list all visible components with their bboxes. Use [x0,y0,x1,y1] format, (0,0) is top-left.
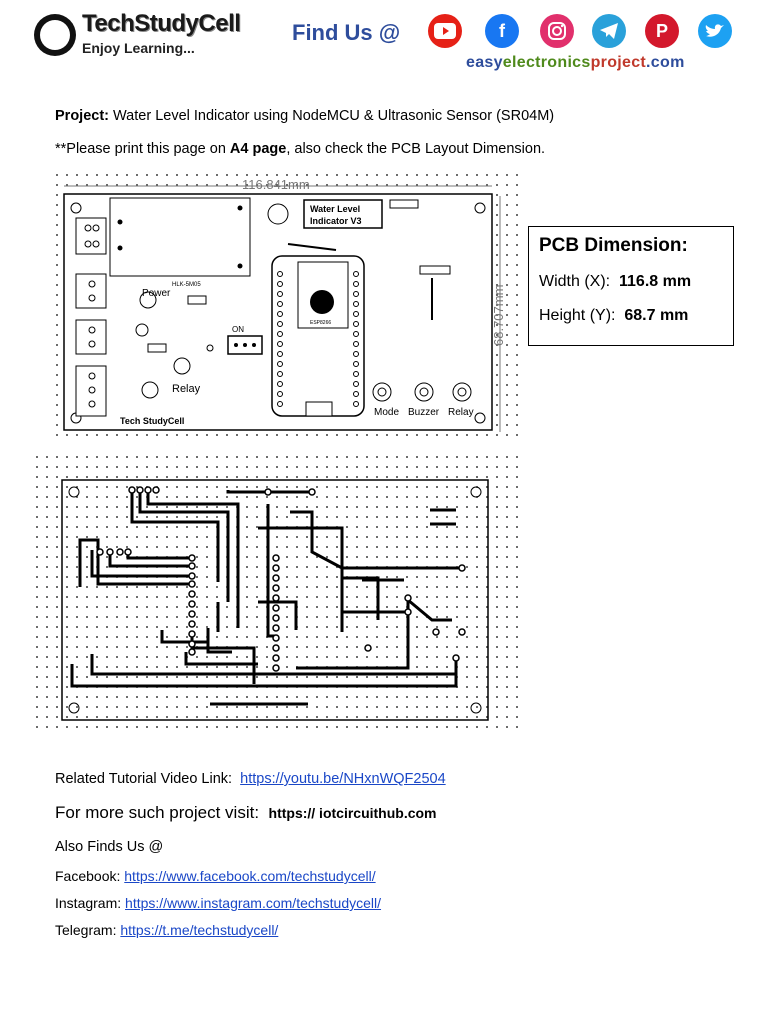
pcb-top-layout: 116.841mm 68.707mm HLK-5M05 Power Relay … [63,177,506,432]
pcb-height-dim: 68.707mm [491,285,506,346]
dimension-title: PCB Dimension: [539,235,688,256]
video-link-line: Related Tutorial Video Link: https://you… [55,771,446,787]
facebook-link[interactable]: https://www.facebook.com/techstudycell/ [124,868,376,884]
youtube-icon[interactable] [428,14,462,48]
also-find-us: Also Finds Us @ [55,839,164,855]
label-relay-button: Relay [448,407,474,418]
board-title-2: Indicator V3 [310,216,362,226]
facebook-icon[interactable]: f [485,14,519,48]
twitter-icon[interactable] [698,14,732,48]
find-us-heading: Find Us @ [292,20,401,45]
pcb-dimension-box: PCB Dimension: Width (X): 116.8 mm Heigh… [528,226,734,346]
video-link[interactable]: https://youtu.be/NHxnWQF2504 [240,771,446,787]
label-buzzer: Buzzer [408,407,440,418]
brand-name: TechStudyCell [82,10,241,37]
telegram-line: Telegram: https://t.me/techstudycell/ [55,922,279,938]
more-projects-line: For more such project visit: https:// io… [55,803,437,822]
instagram-link[interactable]: https://www.instagram.com/techstudycell/ [125,895,382,911]
board-brand: Tech StudyCell [120,416,184,426]
project-title: Water Level Indicator using NodeMCU & Ul… [113,108,555,124]
brand-tagline: Enjoy Learning... [82,40,195,56]
telegram-link[interactable]: https://t.me/techstudycell/ [120,922,279,938]
pinterest-icon[interactable]: P [645,14,679,48]
instagram-icon[interactable] [540,14,574,48]
project-label: Project: [55,108,109,124]
telegram-icon[interactable] [592,14,626,48]
label-on: ON [232,325,244,334]
dimension-height: Height (Y): 68.7 mm [539,307,689,324]
label-power: Power [142,288,171,299]
website-link[interactable]: easyelectronicsproject.com [466,54,685,71]
brand-logo-icon [34,14,76,56]
dimension-width: Width (X): 116.8 mm [539,273,692,290]
label-mode: Mode [374,407,399,418]
facebook-line: Facebook: https://www.facebook.com/techs… [55,868,376,884]
board-title-1: Water Level [310,204,360,214]
label-relay: Relay [172,383,201,395]
instagram-line: Instagram: https://www.instagram.com/tec… [55,895,382,911]
more-projects-link[interactable]: https:// iotcircuithub.com [268,805,437,821]
print-note: **Please print this page on A4 page, als… [55,141,546,157]
svg-text:HLK-5M05: HLK-5M05 [172,282,201,288]
label-esp: ESP8266 [310,320,331,326]
pcb-width-dim: 116.841mm [242,177,310,192]
pcb-bottom-layout [61,479,489,721]
project-line: Project: Water Level Indicator using Nod… [55,108,554,124]
